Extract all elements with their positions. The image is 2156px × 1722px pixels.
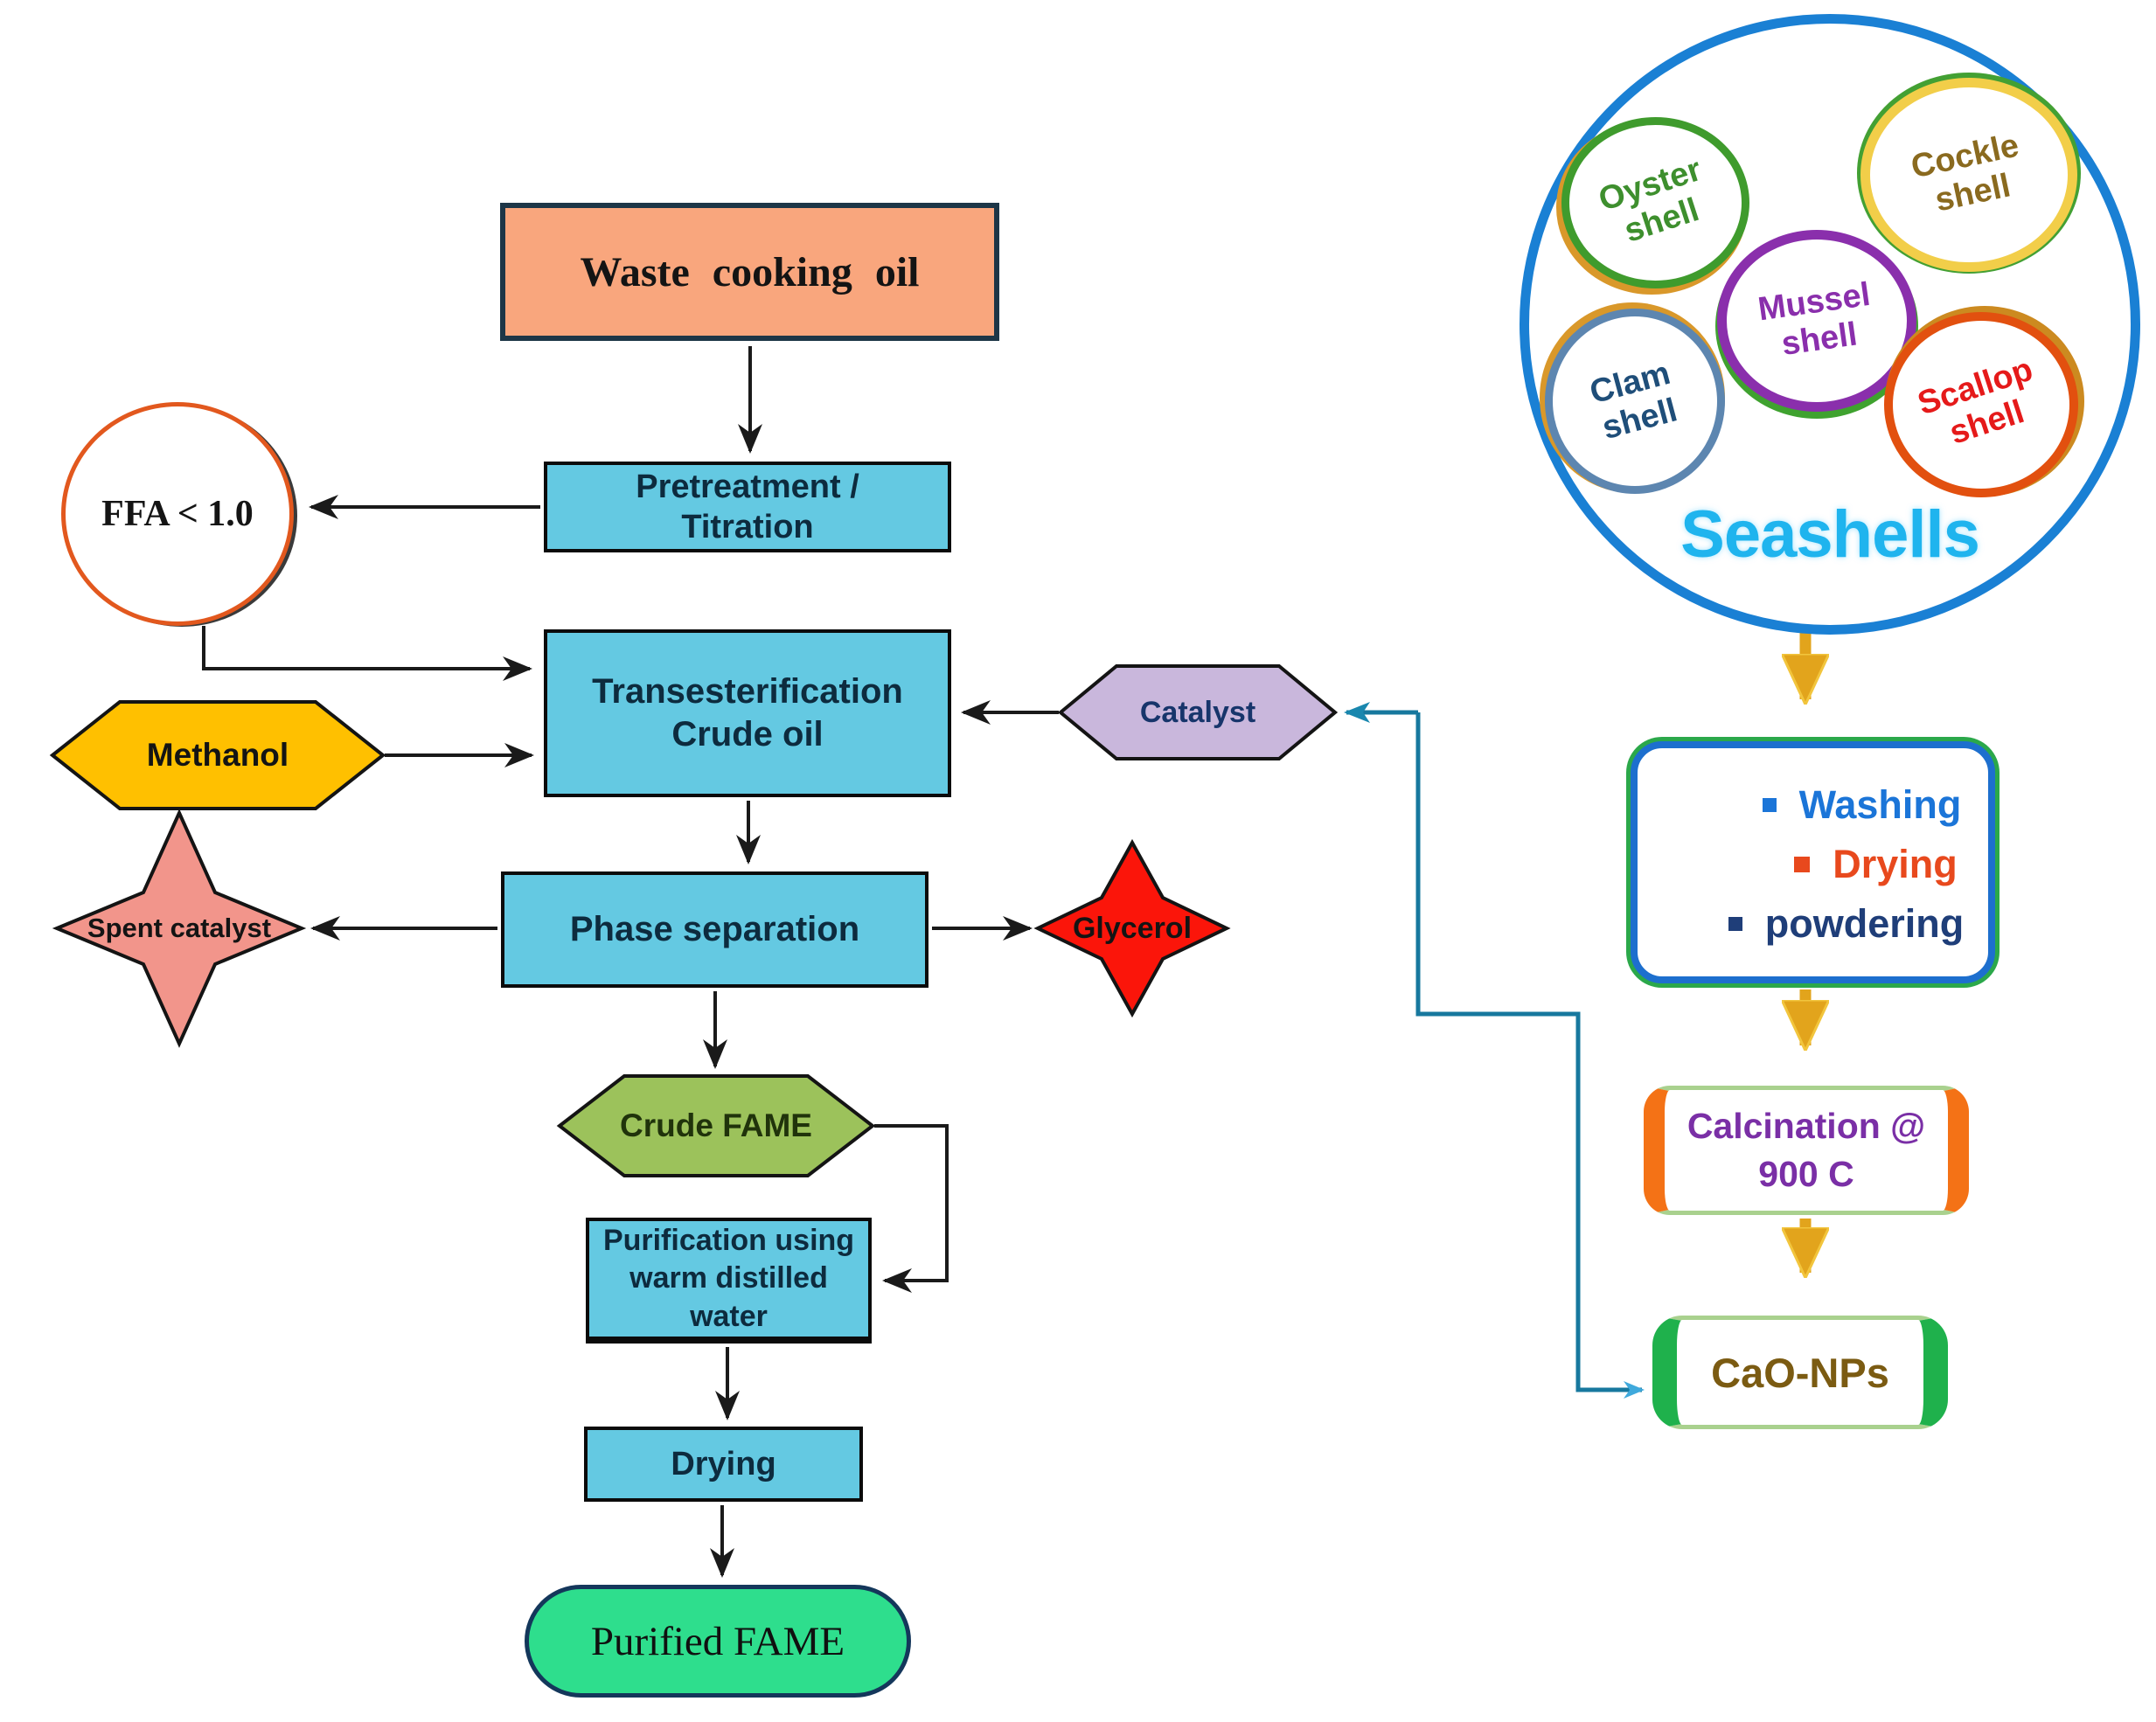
drying-bullet-icon: [1794, 856, 1811, 872]
glycerol-label: Glycerol: [1072, 911, 1193, 945]
mussel-shell-ellipse: Mussel shell: [1717, 230, 1916, 412]
purification-box: Purification using warm distilled water: [586, 1218, 872, 1344]
cockle-shell-ellipse: Cockle shell: [1860, 78, 2077, 272]
prep-step-washing: Washing: [1762, 781, 1962, 828]
transesterification-box: Transesterification Crude oil: [544, 629, 951, 797]
drying-step-label: Drying: [1833, 841, 1958, 886]
catalyst-hexagon: [1057, 664, 1339, 760]
glycerol-star: [1033, 838, 1231, 1018]
oyster-shell-ellipse: Oyster shell: [1561, 117, 1749, 288]
phase-separation-box: Phase separation: [501, 871, 928, 988]
crude-fame-label: Crude FAME: [620, 1107, 812, 1143]
purified-fame-terminator: Purified FAME: [525, 1585, 911, 1698]
spent-catalyst-label: Spent catalyst: [87, 913, 272, 943]
mussel-shell-label: Mussel shell: [1756, 275, 1873, 363]
scallop-shell-ellipse: Scallop shell: [1884, 312, 2078, 497]
cao-nps-box: CaO-NPs: [1652, 1316, 1948, 1429]
powdering-bullet-icon: [1728, 916, 1742, 931]
clam-shell-label: Clam shell: [1586, 354, 1681, 447]
prep-step-drying: Drying: [1794, 842, 1958, 887]
powdering-label: powdering: [1764, 900, 1965, 946]
crude-fame-hexagon: [556, 1074, 876, 1177]
waste-cooking-oil-box: Waste cooking oil: [500, 203, 999, 341]
clam-shell-ellipse: Clam shell: [1545, 309, 1725, 494]
scallop-shell-label: Scallop shell: [1913, 351, 2038, 452]
arrow-ffa-to-transesterification: [202, 626, 532, 681]
connector-cao-nps-path: [1415, 712, 1645, 1399]
pretreatment-titration-box: Pretreatment / Titration: [544, 462, 951, 552]
washing-bullet-icon: [1762, 797, 1777, 812]
prep-steps-box: Washing Drying powdering: [1631, 741, 1995, 983]
drying-box: Drying: [584, 1427, 863, 1502]
cockle-shell-label: Cockle shell: [1908, 127, 2022, 219]
methanol-label: Methanol: [146, 737, 289, 773]
methanol-hexagon: [49, 700, 386, 810]
catalyst-label: Catalyst: [1139, 695, 1256, 729]
ffa-condition-circle: FFA < 1.0: [61, 402, 294, 626]
spent-catalyst-star: [52, 809, 307, 1048]
oyster-shell-label: Oyster shell: [1594, 150, 1706, 250]
arrow-crude-fame-to-purification: [874, 1124, 949, 1293]
prep-step-powdering: powdering: [1728, 901, 1964, 947]
seashells-title: Seashells: [1680, 496, 1980, 572]
calcination-box: Calcination @ 900 C: [1644, 1086, 1969, 1215]
washing-label: Washing: [1798, 781, 1962, 827]
